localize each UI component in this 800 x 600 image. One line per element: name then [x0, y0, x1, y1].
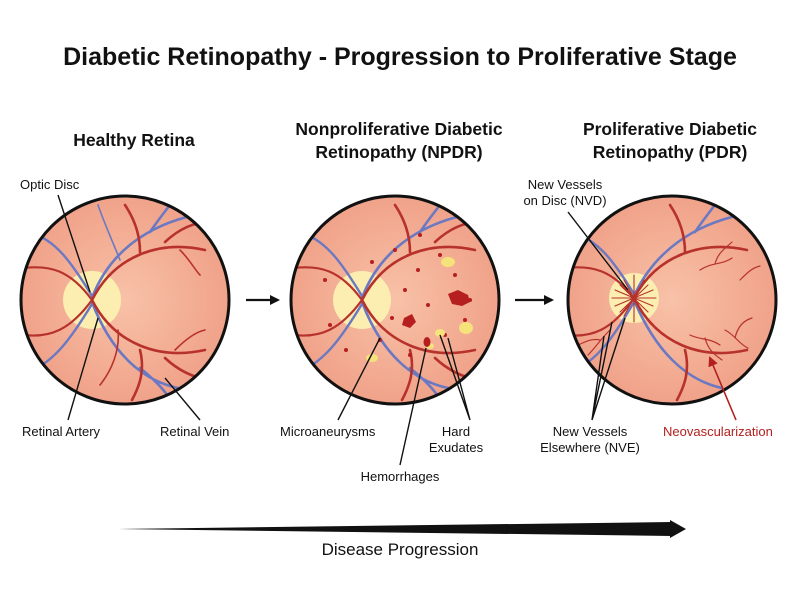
label-hemorrhages: Hemorrhages: [361, 469, 440, 484]
panel-heading-npdr-line2: Retinopathy (NPDR): [315, 142, 482, 162]
panel-heading-pdr-line2: Retinopathy (PDR): [593, 142, 748, 162]
nve-vessel-network: [577, 241, 761, 361]
panel-heading-npdr-line1: Nonproliferative Diabetic: [295, 119, 502, 139]
label-neovascularization: Neovascularization: [663, 424, 773, 439]
retina-rim: [289, 194, 501, 406]
hemorrhage-patches: [402, 290, 470, 347]
leader-nve: [591, 317, 626, 421]
panel-heading-healthy: Healthy Retina: [73, 130, 195, 150]
page-title: Diabetic Retinopathy - Progression to Pr…: [63, 43, 737, 71]
label-hard-exudates-line1: Hard: [442, 424, 470, 439]
nvd-vessel-tuft: [611, 274, 657, 323]
leader-nvd: [567, 211, 629, 291]
label-microaneurysms: Microaneurysms: [280, 424, 376, 439]
panel-heading-pdr-line1: Proliferative Diabetic: [583, 119, 757, 139]
retina-rim: [19, 194, 231, 406]
leader-neovascularization: [708, 356, 737, 421]
retina-rim: [566, 194, 778, 406]
label-nvd-line1: New Vessels: [528, 177, 603, 192]
label-hard-exudates-line2: Exudates: [429, 440, 484, 455]
leader-retinal-vein: [164, 377, 201, 421]
progression-arrow-head: [670, 520, 686, 538]
leader-hard-exudates: [439, 334, 471, 421]
label-nvd-line2: on Disc (NVD): [523, 193, 606, 208]
pdr-retina-illustration: [566, 194, 778, 406]
label-nve-line2: Elsewhere (NVE): [540, 440, 640, 455]
label-optic-disc: Optic Disc: [20, 177, 80, 192]
progression-arrow-shaft: [118, 522, 672, 536]
label-retinal-vein: Retinal Vein: [160, 424, 229, 439]
leader-retinal-artery: [67, 317, 99, 421]
leader-hemorrhages: [399, 347, 427, 466]
label-nve-line1: New Vessels: [553, 424, 628, 439]
healthy-retina-illustration: [19, 194, 231, 406]
npdr-retina-illustration: [289, 194, 501, 406]
footer-progression-label: Disease Progression: [322, 540, 479, 559]
microaneurysm-dots: [323, 233, 472, 357]
label-retinal-artery: Retinal Artery: [22, 424, 101, 439]
retinal-arteries: [22, 203, 212, 402]
leader-optic-disc: [57, 194, 91, 293]
leader-microaneurysms: [337, 337, 381, 421]
